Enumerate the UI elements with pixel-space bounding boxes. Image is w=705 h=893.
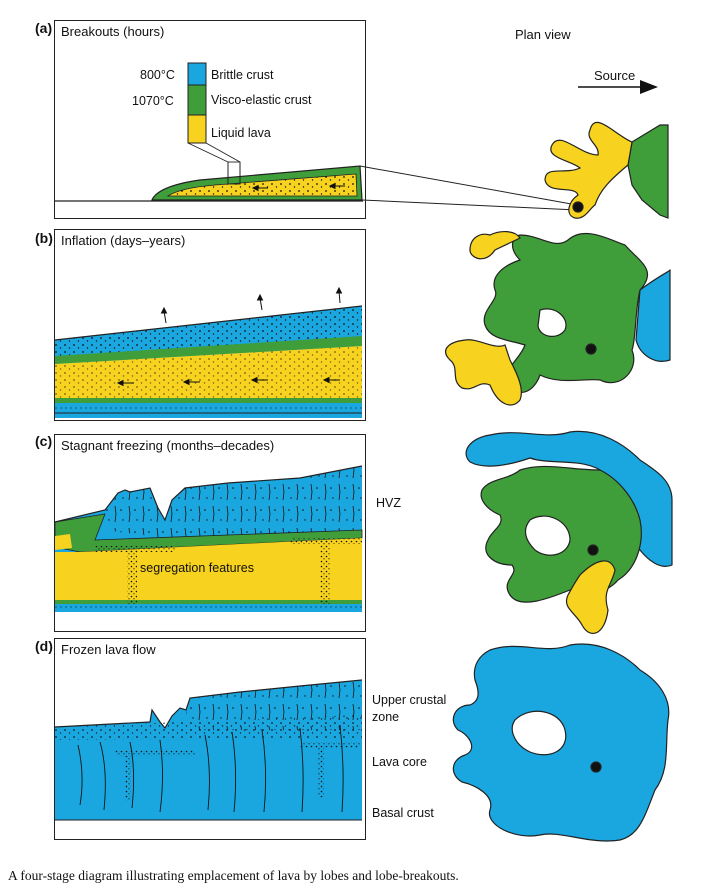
legend-liquid-label: Liquid lava bbox=[211, 126, 271, 140]
legend-liquid-swatch bbox=[187, 114, 207, 144]
segregation-pipe-left bbox=[127, 548, 137, 604]
legend-visco-label: Visco-elastic crust bbox=[211, 93, 312, 107]
upper-crustal-label-2: zone bbox=[372, 710, 400, 724]
lava-core-label: Lava core bbox=[372, 755, 427, 769]
legend-visco-swatch bbox=[187, 84, 207, 116]
legend-temp-800: 800°C bbox=[140, 68, 175, 82]
panel-d-letter: (d) bbox=[35, 638, 53, 654]
plan-view-label: Plan view bbox=[515, 27, 571, 42]
plan-a bbox=[544, 122, 669, 219]
legend-brittle-label: Brittle crust bbox=[211, 68, 274, 82]
plan-d bbox=[452, 643, 670, 842]
panel-d-drawing bbox=[54, 679, 363, 821]
source-arrow bbox=[578, 80, 658, 94]
panel-c-drawing bbox=[54, 465, 363, 612]
source-label: Source bbox=[594, 68, 636, 83]
basal-crust-label: Basal crust bbox=[372, 806, 434, 820]
panel-a-drawing bbox=[55, 62, 578, 211]
figure-caption: A four-stage diagram illustrating emplac… bbox=[8, 868, 459, 883]
segregation-label: segregation features bbox=[140, 561, 254, 575]
panel-b-drawing bbox=[54, 286, 363, 418]
panel-b-letter: (b) bbox=[35, 230, 53, 246]
plan-b bbox=[445, 231, 671, 406]
legend-temp-1070: 1070°C bbox=[132, 94, 174, 108]
panel-a-title: Breakouts (hours) bbox=[61, 24, 165, 39]
panel-c-title: Stagnant freezing (months–decades) bbox=[61, 438, 275, 453]
panel-d-title: Frozen lava flow bbox=[61, 642, 156, 657]
panel-c-letter: (c) bbox=[35, 433, 53, 449]
legend-brittle-swatch bbox=[187, 62, 207, 86]
panel-b-title: Inflation (days–years) bbox=[61, 233, 186, 248]
segregation-pipe-right bbox=[320, 540, 330, 604]
plan-c bbox=[465, 430, 673, 635]
panel-a-letter: (a) bbox=[35, 20, 53, 36]
upper-crustal-label-1: Upper crustal bbox=[372, 693, 447, 707]
hvz-label: HVZ bbox=[376, 496, 401, 510]
